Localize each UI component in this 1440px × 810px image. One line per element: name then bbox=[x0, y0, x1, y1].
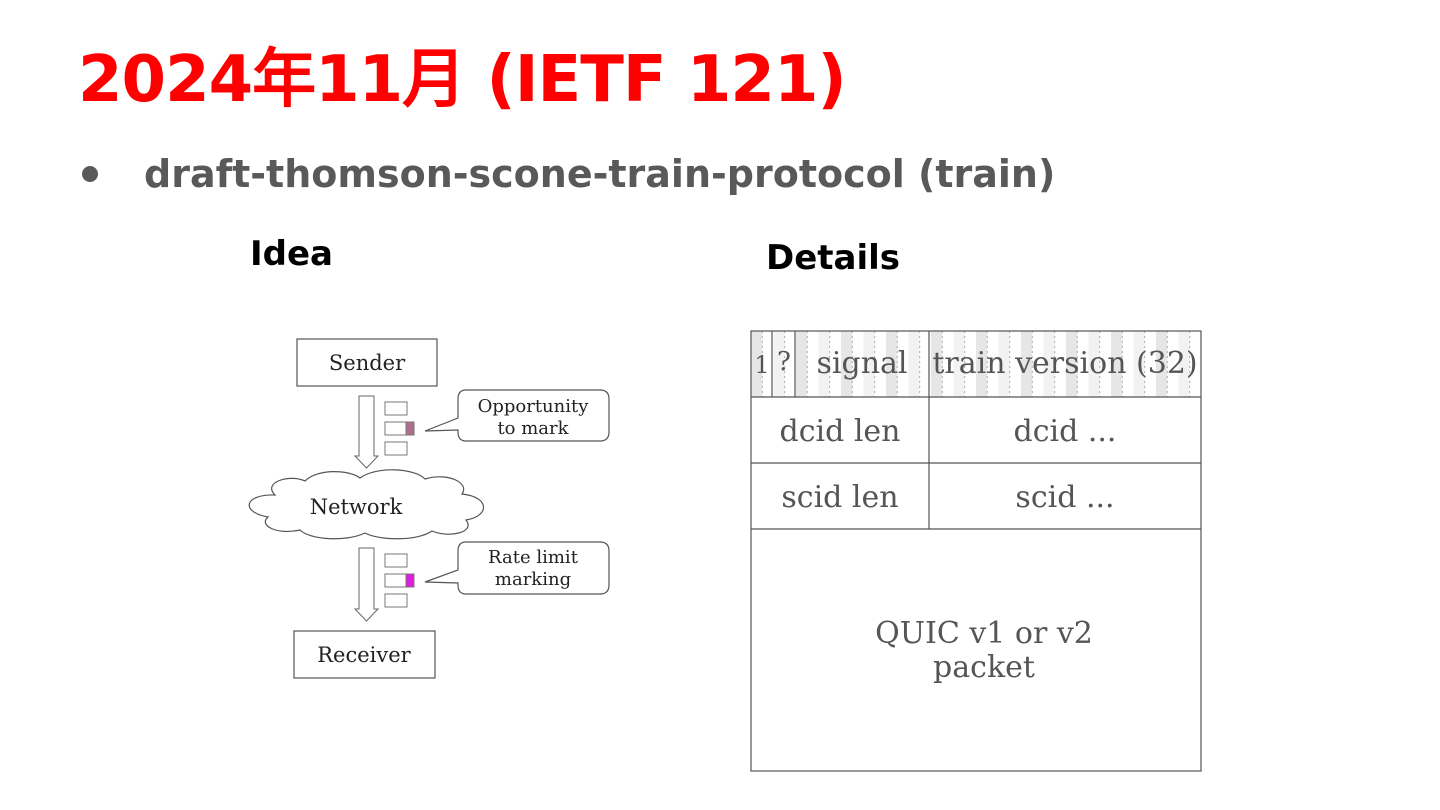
bit-cell bbox=[1178, 331, 1190, 397]
dcid-label: dcid ... bbox=[1014, 414, 1117, 449]
bit-cell bbox=[1111, 331, 1123, 397]
bit-cell bbox=[796, 331, 808, 397]
bit-cell bbox=[1156, 331, 1168, 397]
sender-label: Sender bbox=[329, 351, 406, 375]
network-cloud-icon bbox=[248, 469, 485, 540]
signal-label: signal bbox=[817, 346, 908, 381]
idea-heading: Idea bbox=[250, 234, 333, 274]
details-heading: Details bbox=[766, 238, 901, 278]
bullet-item: draft-thomson-scone-train-protocol (trai… bbox=[82, 152, 1055, 196]
callout-rate-limit bbox=[424, 541, 610, 595]
network-label: Network bbox=[310, 495, 403, 519]
header-frame bbox=[750, 330, 1202, 772]
bit-cell bbox=[863, 331, 875, 397]
packet-box bbox=[384, 593, 408, 608]
packet-box bbox=[384, 553, 408, 568]
bullet-text: draft-thomson-scone-train-protocol (trai… bbox=[144, 152, 1056, 196]
callout-opportunity bbox=[424, 389, 610, 442]
bit-cell bbox=[1133, 331, 1145, 397]
callout-rate-limit-line1: Rate limit bbox=[488, 547, 579, 568]
packet-mark-applied bbox=[405, 573, 415, 588]
bullet-dot-icon bbox=[82, 166, 98, 182]
bit-unknown-label: ? bbox=[777, 347, 791, 377]
bit-cell bbox=[953, 331, 965, 397]
bit-cells bbox=[751, 331, 1191, 397]
bit-cell bbox=[1066, 331, 1078, 397]
bit-cell bbox=[1088, 331, 1100, 397]
bit-cell bbox=[886, 331, 898, 397]
callout-opportunity-line2: to mark bbox=[497, 418, 569, 439]
callout-rate-limit-line2: marking bbox=[495, 569, 571, 590]
bit-cell bbox=[773, 331, 785, 397]
scid-len-label: scid len bbox=[781, 480, 898, 515]
bit-cell bbox=[841, 331, 853, 397]
bit-cell bbox=[908, 331, 920, 397]
bit-cell bbox=[1021, 331, 1033, 397]
packet-mark-opportunity bbox=[405, 421, 415, 436]
train-version-label: train version (32) bbox=[932, 346, 1197, 381]
bit-cell bbox=[751, 331, 763, 397]
down-arrow-top-icon bbox=[353, 395, 380, 469]
bit-cell bbox=[976, 331, 988, 397]
payload-line1: QUIC v1 or v2 bbox=[875, 616, 1093, 651]
callout-opportunity-line1: Opportunity bbox=[478, 396, 590, 417]
sender-box bbox=[296, 338, 438, 387]
bit-cell bbox=[1043, 331, 1055, 397]
bit-cell bbox=[998, 331, 1010, 397]
bit-cell bbox=[818, 331, 830, 397]
receiver-box bbox=[293, 630, 436, 679]
receiver-label: Receiver bbox=[317, 643, 411, 667]
scid-label: scid ... bbox=[1015, 480, 1114, 515]
bit-one-label: 1 bbox=[754, 351, 769, 379]
down-arrow-bottom-icon bbox=[353, 547, 380, 622]
bit-cell bbox=[931, 331, 943, 397]
packet-box bbox=[384, 401, 408, 416]
packet-box bbox=[384, 441, 408, 456]
slide-title: 2024年11月 (IETF 121) bbox=[78, 43, 847, 117]
dcid-len-label: dcid len bbox=[779, 414, 900, 449]
payload-line2: packet bbox=[933, 650, 1035, 685]
